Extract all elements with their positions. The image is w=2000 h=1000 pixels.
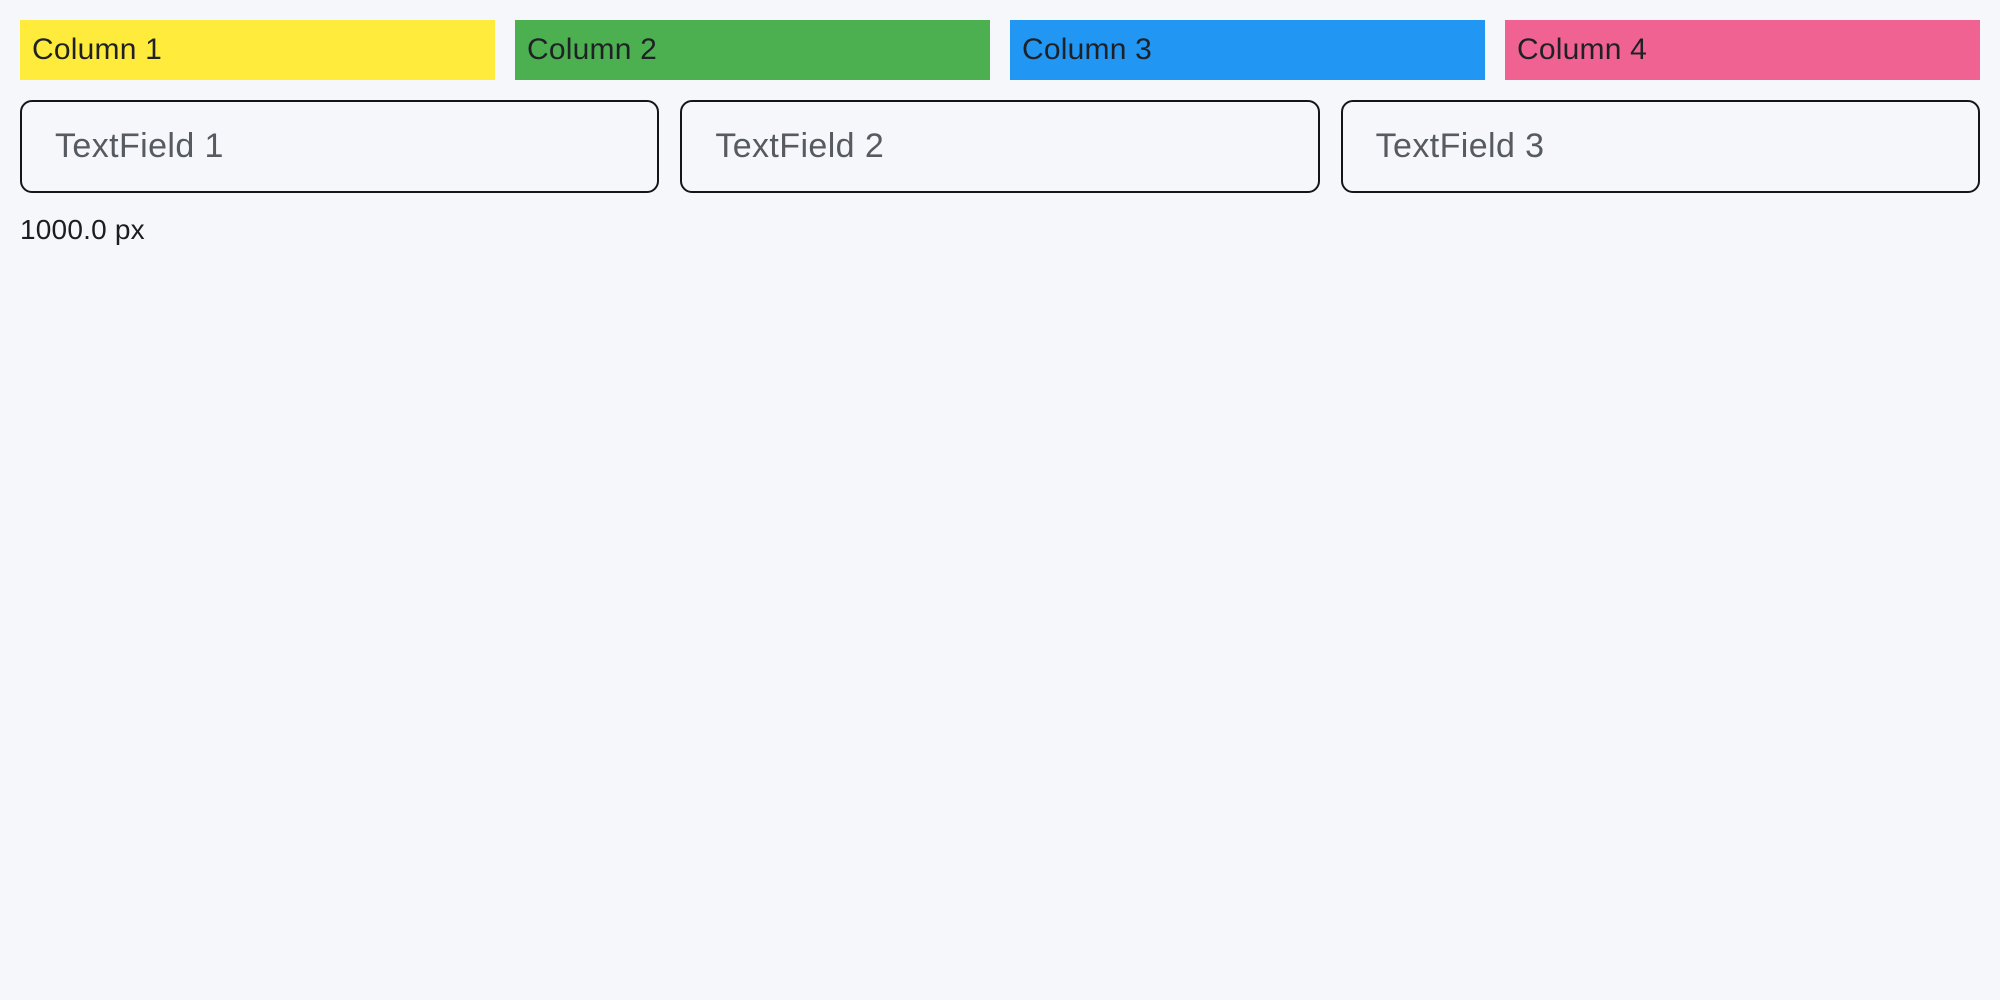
textfield-3[interactable] — [1340, 100, 1980, 193]
columns-row: Column 1 Column 2 Column 3 Column 4 — [0, 0, 2000, 80]
textfields-row — [0, 80, 2000, 193]
column-header-2: Column 2 — [515, 20, 990, 80]
column-header-1: Column 1 — [20, 20, 495, 80]
column-header-2-label: Column 2 — [527, 33, 657, 66]
column-header-3-label: Column 3 — [1022, 33, 1152, 66]
column-header-1-label: Column 1 — [32, 33, 162, 66]
column-header-4-label: Column 4 — [1517, 33, 1647, 66]
column-header-3: Column 3 — [1010, 20, 1485, 80]
column-header-4: Column 4 — [1505, 20, 1980, 80]
textfield-2[interactable] — [680, 100, 1320, 193]
height-label: 1000.0 px — [20, 214, 145, 245]
textfield-1[interactable] — [20, 100, 660, 193]
